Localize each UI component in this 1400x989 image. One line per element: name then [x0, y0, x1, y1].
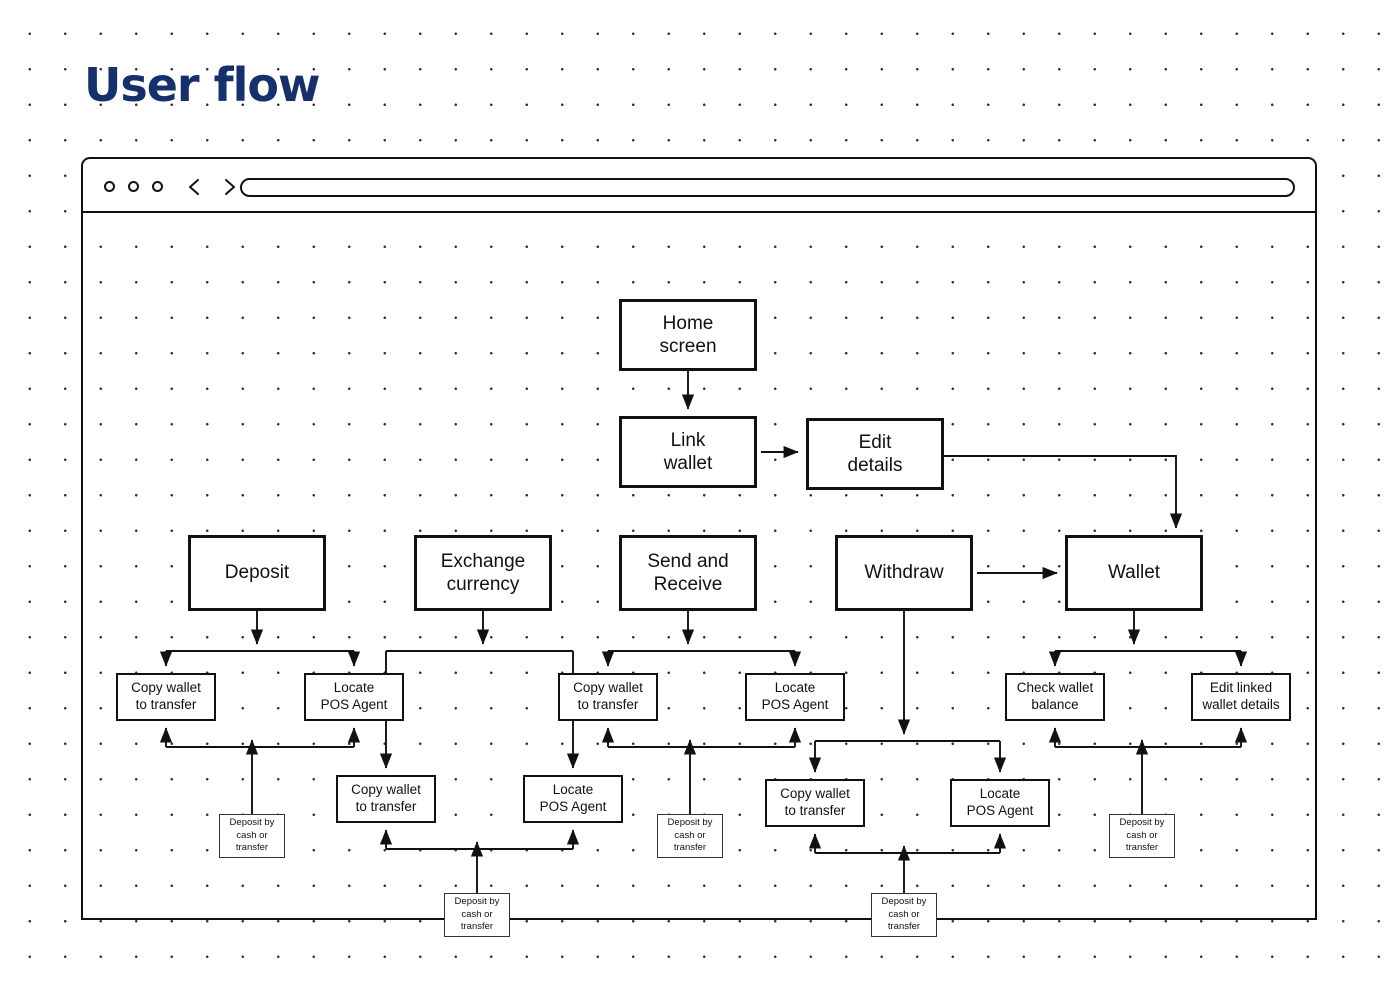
flow-node-label: Deposit	[225, 561, 289, 584]
flow-node-label: Wallet	[1108, 561, 1160, 584]
flow-node-label: Withdraw	[864, 561, 943, 584]
flow-node-label: LocatePOS Agent	[967, 786, 1034, 820]
flow-node-label: Edit linkedwallet details	[1202, 680, 1279, 714]
chevron-right-icon[interactable]	[223, 179, 236, 195]
browser-window-mockup: HomescreenLinkwallet EditdetailsDeposit Ex…	[81, 157, 1317, 920]
flow-node-label: Deposit bycash ortransfer	[668, 817, 713, 854]
flow-node-sr-cash[interactable]: Deposit bycash ortransfer	[657, 814, 723, 858]
flow-node-ex-pos[interactable]: LocatePOS Agent	[523, 775, 623, 823]
flow-node-sr-copy[interactable]: Copy walletto transfer	[558, 673, 658, 721]
flow-node-edit[interactable]: Editdetails	[806, 418, 944, 490]
window-close-dot-icon[interactable]	[104, 181, 115, 192]
flow-node-dep-copy[interactable]: Copy walletto transfer	[116, 673, 216, 721]
flow-node-label: Copy walletto transfer	[780, 786, 850, 820]
flow-node-label: Editdetails	[848, 431, 903, 477]
page-title: User flow	[84, 58, 320, 112]
flow-node-exchange[interactable]: Exchangecurrency	[414, 535, 552, 611]
flow-node-ex-cash[interactable]: Deposit bycash ortransfer	[444, 893, 510, 937]
flow-node-label: Check walletbalance	[1017, 680, 1094, 714]
flow-node-wd-copy[interactable]: Copy walletto transfer	[765, 779, 865, 827]
flow-node-wd-pos[interactable]: LocatePOS Agent	[950, 779, 1050, 827]
flow-node-label: Send andReceive	[647, 550, 728, 596]
flow-node-dep-pos[interactable]: LocatePOS Agent	[304, 673, 404, 721]
flow-node-link[interactable]: Linkwallet	[619, 416, 757, 488]
chevron-left-icon[interactable]	[188, 179, 201, 195]
flow-node-sendrecv[interactable]: Send andReceive	[619, 535, 757, 611]
flow-node-label: Copy walletto transfer	[351, 782, 421, 816]
flow-node-ex-copy[interactable]: Copy walletto transfer	[336, 775, 436, 823]
flow-node-label: Exchangecurrency	[441, 550, 526, 596]
flow-node-label: Linkwallet	[664, 429, 713, 475]
flow-node-dep-cash[interactable]: Deposit bycash ortransfer	[219, 814, 285, 858]
flow-node-sr-pos[interactable]: LocatePOS Agent	[745, 673, 845, 721]
flow-node-label: Deposit bycash ortransfer	[455, 896, 500, 933]
flow-node-label: LocatePOS Agent	[762, 680, 829, 714]
browser-viewport: HomescreenLinkwallet EditdetailsDeposit Ex…	[81, 211, 1317, 920]
window-minimize-dot-icon[interactable]	[128, 181, 139, 192]
flow-node-label: Copy walletto transfer	[131, 680, 201, 714]
flow-node-deposit[interactable]: Deposit	[188, 535, 326, 611]
flow-node-label: LocatePOS Agent	[540, 782, 607, 816]
flow-node-label: Deposit bycash ortransfer	[1120, 817, 1165, 854]
address-bar-input[interactable]	[240, 178, 1295, 197]
flow-node-withdraw[interactable]: Withdraw	[835, 535, 973, 611]
window-maximize-dot-icon[interactable]	[152, 181, 163, 192]
flow-node-label: Copy walletto transfer	[573, 680, 643, 714]
flow-node-wa-cash[interactable]: Deposit bycash ortransfer	[1109, 814, 1175, 858]
flow-node-wd-cash[interactable]: Deposit bycash ortransfer	[871, 893, 937, 937]
browser-chrome-bar	[81, 157, 1317, 211]
flow-node-wa-edit[interactable]: Edit linkedwallet details	[1191, 673, 1291, 721]
flow-node-wallet[interactable]: Wallet	[1065, 535, 1203, 611]
flow-node-label: Deposit bycash ortransfer	[230, 817, 275, 854]
flow-node-wa-check[interactable]: Check walletbalance	[1005, 673, 1105, 721]
flow-node-home[interactable]: Homescreen	[619, 299, 757, 371]
flow-node-label: Homescreen	[659, 312, 716, 358]
flow-node-label: Deposit bycash ortransfer	[882, 896, 927, 933]
flow-node-label: LocatePOS Agent	[321, 680, 388, 714]
